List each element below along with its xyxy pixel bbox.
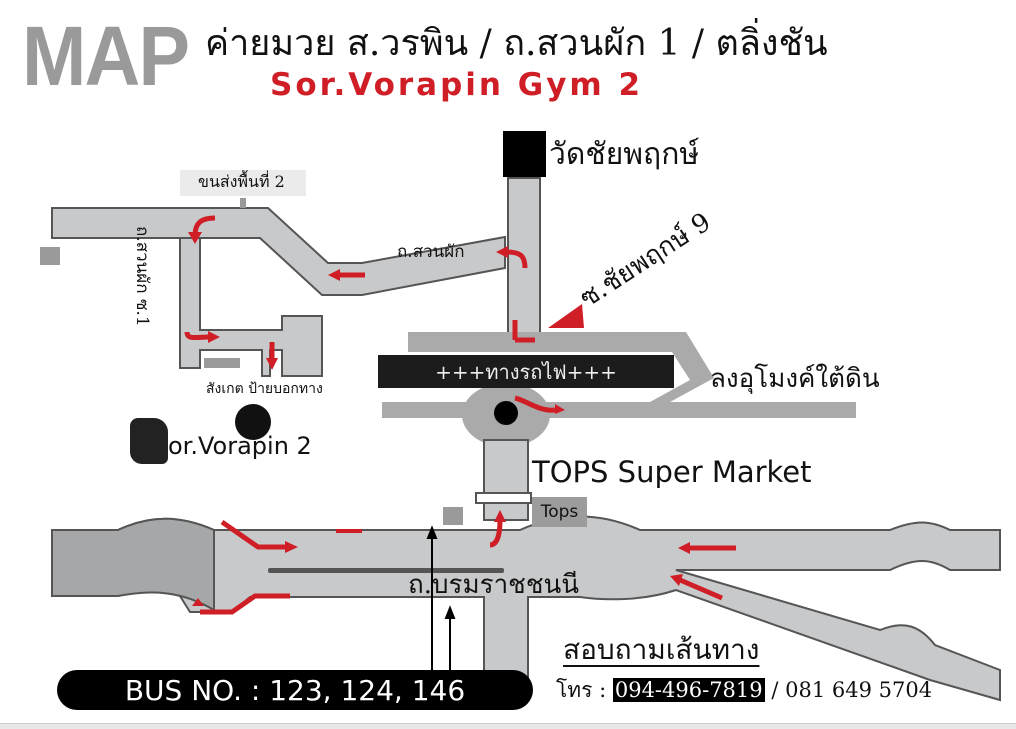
tunnel-label: ลงอุโมงค์ใต้ดิน (710, 364, 880, 394)
marker-square (204, 358, 240, 368)
marker-square (443, 507, 463, 525)
bus-numbers-banner: BUS NO. : 123, 124, 146 (57, 670, 533, 710)
marker-square (40, 247, 60, 265)
suan-phak-soi1-label: ถ.สวนผัก ซ.1 (132, 226, 152, 327)
soi-pointer-triangle (548, 304, 584, 328)
phone-primary[interactable]: 094-496-7819 (612, 678, 765, 702)
marker-square (240, 198, 246, 208)
gym-location-dot (235, 404, 271, 440)
map-title: MAP (22, 9, 190, 103)
bottom-scrollbar (0, 723, 1016, 729)
gym-title-english: Sor.Vorapin Gym 2 (270, 67, 644, 103)
road-rail-lower (382, 402, 856, 418)
transport-office-label: ขนส่งพื้นที่ 2 (198, 172, 285, 191)
phone-line: โทร : 094-496-7819 / 081 649 5704 (556, 678, 933, 702)
road-tops (483, 439, 529, 521)
road-rail-upper (408, 332, 714, 402)
railway-label: +++ทางรถไฟ+++ (378, 355, 674, 388)
transport-office-box (180, 170, 306, 196)
main-road-label: ถ.บรมราชชนนี (408, 570, 580, 600)
ask-directions-label: สอบถามเส้นทาง (563, 633, 760, 666)
road-main-left-shade (51, 517, 215, 612)
phone-secondary[interactable]: / 081 649 5704 (771, 678, 933, 702)
gym-title-thai: ค่ายมวย ส.วรพิน / ถ.สวนผัก 1 / ตลิ่งชัน (205, 23, 828, 64)
roundabout-center (494, 401, 518, 425)
gym-logo-label: or.Vorapin 2 (168, 432, 312, 460)
suan-phak-road-label: ถ.สวนผัก (397, 242, 465, 262)
median (268, 568, 504, 573)
road-soi-1 (179, 237, 323, 377)
temple-marker (503, 131, 546, 177)
phone-prefix: โทร : (556, 678, 607, 702)
road-main (51, 515, 1001, 702)
gym-logo-icon (130, 418, 168, 464)
bus-route-arrows (426, 525, 456, 672)
supermarket-label: TOPS Super Market (532, 455, 812, 489)
arrow-heads (188, 232, 690, 606)
signpost-note: สังเกต ป้ายบอกทาง (206, 381, 323, 397)
temple-label: วัดชัยพฤกษ์ (549, 137, 700, 172)
direction-arrows (184, 215, 736, 615)
tops-sign: Tops (532, 497, 587, 527)
tops-gate (475, 492, 532, 504)
